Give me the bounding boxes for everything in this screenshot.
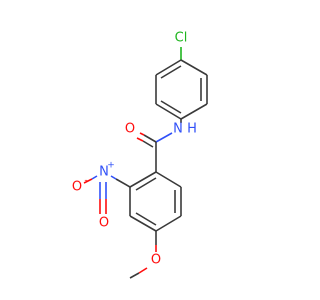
bond-c-o-b — [139, 132, 145, 136]
nitro-nitrogen-atom-label: N — [99, 165, 109, 180]
nitro-oxygen-down-atom-label: O — [99, 216, 109, 231]
bond-ring1-4 — [155, 103, 182, 120]
bond-ring2-1 — [155, 171, 182, 188]
amide-hydrogen-atom-label: H — [187, 122, 197, 137]
molecule-canvas: Cl N H O N + O - O O — [0, 0, 300, 300]
bond-ring1-4-inner — [160, 100, 182, 114]
bond-n-oleft-a — [91, 175, 98, 180]
bond-ring2-4-inner — [135, 212, 157, 226]
bond-ring2-6-inner — [135, 177, 157, 191]
bond-ring2-6 — [129, 171, 157, 188]
background — [0, 0, 300, 300]
bond-o-me-a — [138, 267, 148, 274]
bond-ring1-3 — [180, 103, 208, 120]
carbonyl-oxygen-atom-label: O — [125, 122, 135, 137]
amide-nitrogen-atom-label: N — [173, 122, 183, 137]
methoxy-oxygen-atom-label: O — [151, 253, 161, 268]
bond-c-nitro-a — [115, 178, 131, 188]
molecule-structure-diagram: Cl N H O N + O - O O — [0, 0, 300, 300]
bond-ring2-4 — [129, 215, 157, 232]
nitro-oxygen-left-charge-label: - — [84, 176, 87, 186]
atom-labels: Cl N H O N + O - O O — [72, 31, 197, 268]
bond-c-nitro-b — [110, 175, 117, 180]
bond-ring1-1 — [180, 59, 208, 76]
nitro-nitrogen-charge-label: + — [107, 161, 115, 171]
bond-ring1-6-inner — [160, 65, 182, 79]
chlorine-atom-label: Cl — [175, 31, 188, 46]
bond-n-oleft-b — [83, 178, 93, 184]
bond-n-c-a — [155, 132, 173, 143]
bond-ring2-3 — [155, 215, 182, 232]
bonds — [83, 47, 208, 279]
bond-o-me-b — [129, 272, 140, 279]
bond-c-o-a — [143, 134, 157, 143]
nitro-oxygen-left-atom-label: O — [72, 180, 82, 195]
bond-ring1-6 — [155, 59, 182, 76]
bond-c-o2-a — [142, 140, 154, 148]
bond-c-o2-b — [136, 137, 144, 142]
